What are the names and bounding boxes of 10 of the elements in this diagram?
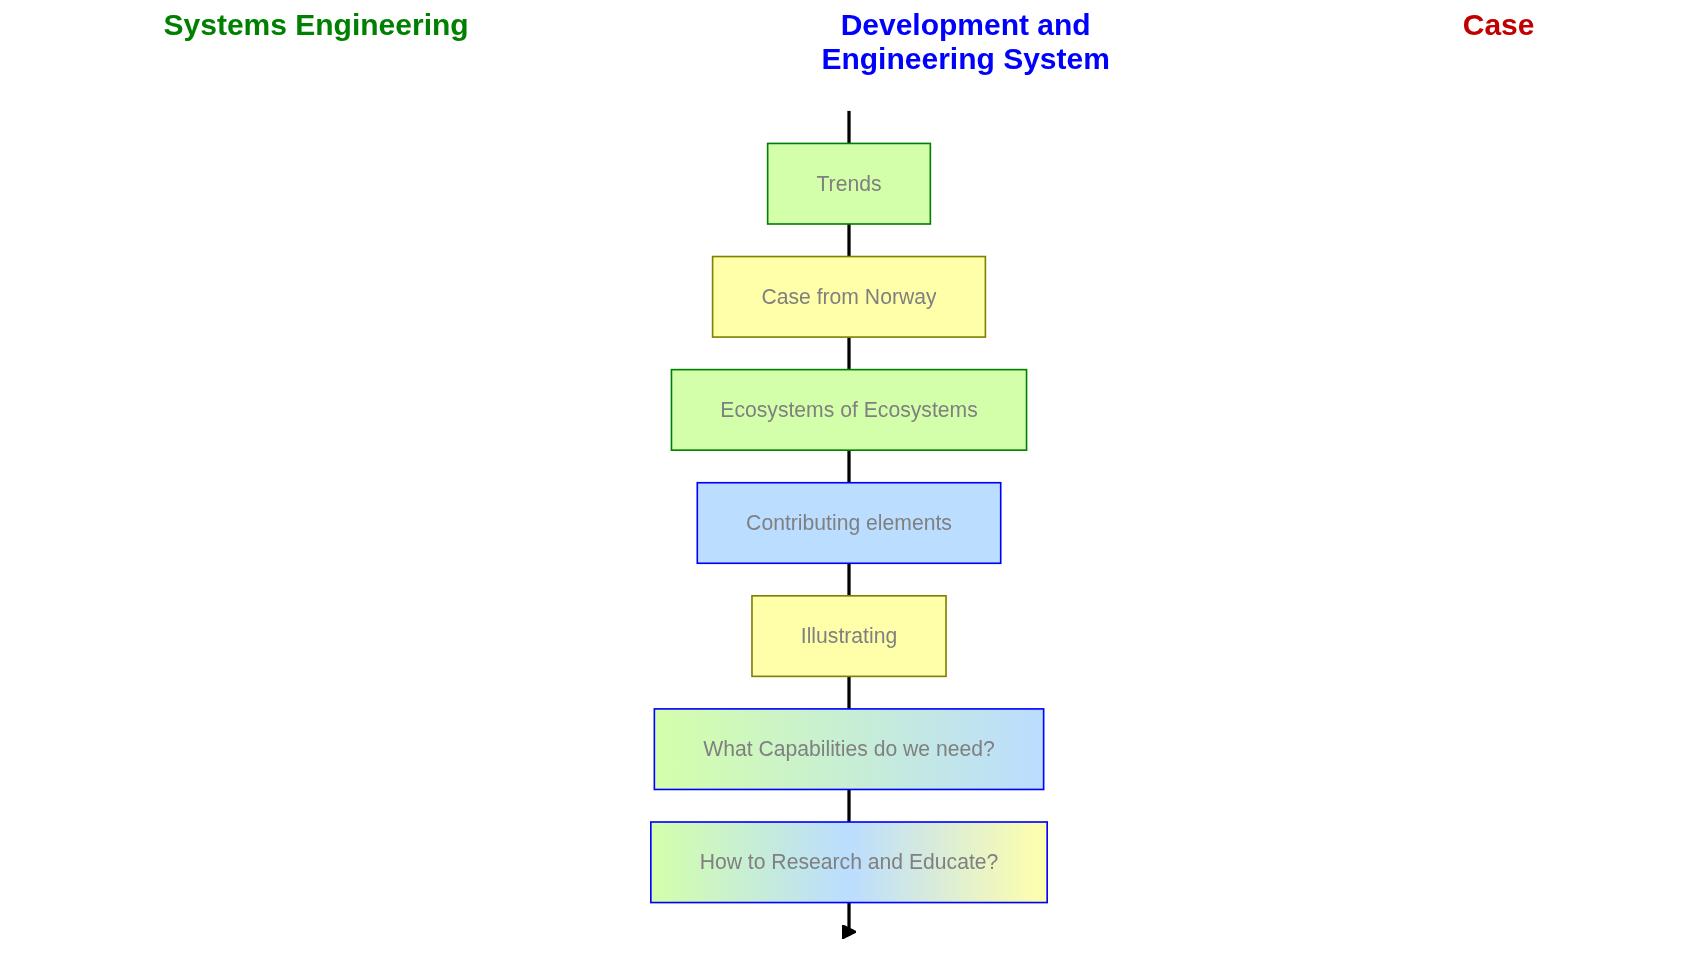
node-box: Trends — [766, 142, 932, 225]
node-box: Case from Norway — [711, 255, 987, 338]
node-box: Illustrating — [751, 595, 947, 678]
column-heading: Systems Engineering — [163, 8, 469, 43]
column-heading: Development and Engineering System — [820, 8, 1111, 77]
node-box: How to Research and Educate? — [650, 821, 1048, 904]
node-box: What Capabilities do we need? — [653, 708, 1045, 791]
node-box: Ecosystems of Ecosystems — [670, 368, 1028, 451]
node-box: Contributing elements — [696, 481, 1002, 565]
column-heading: Case — [1462, 8, 1535, 43]
